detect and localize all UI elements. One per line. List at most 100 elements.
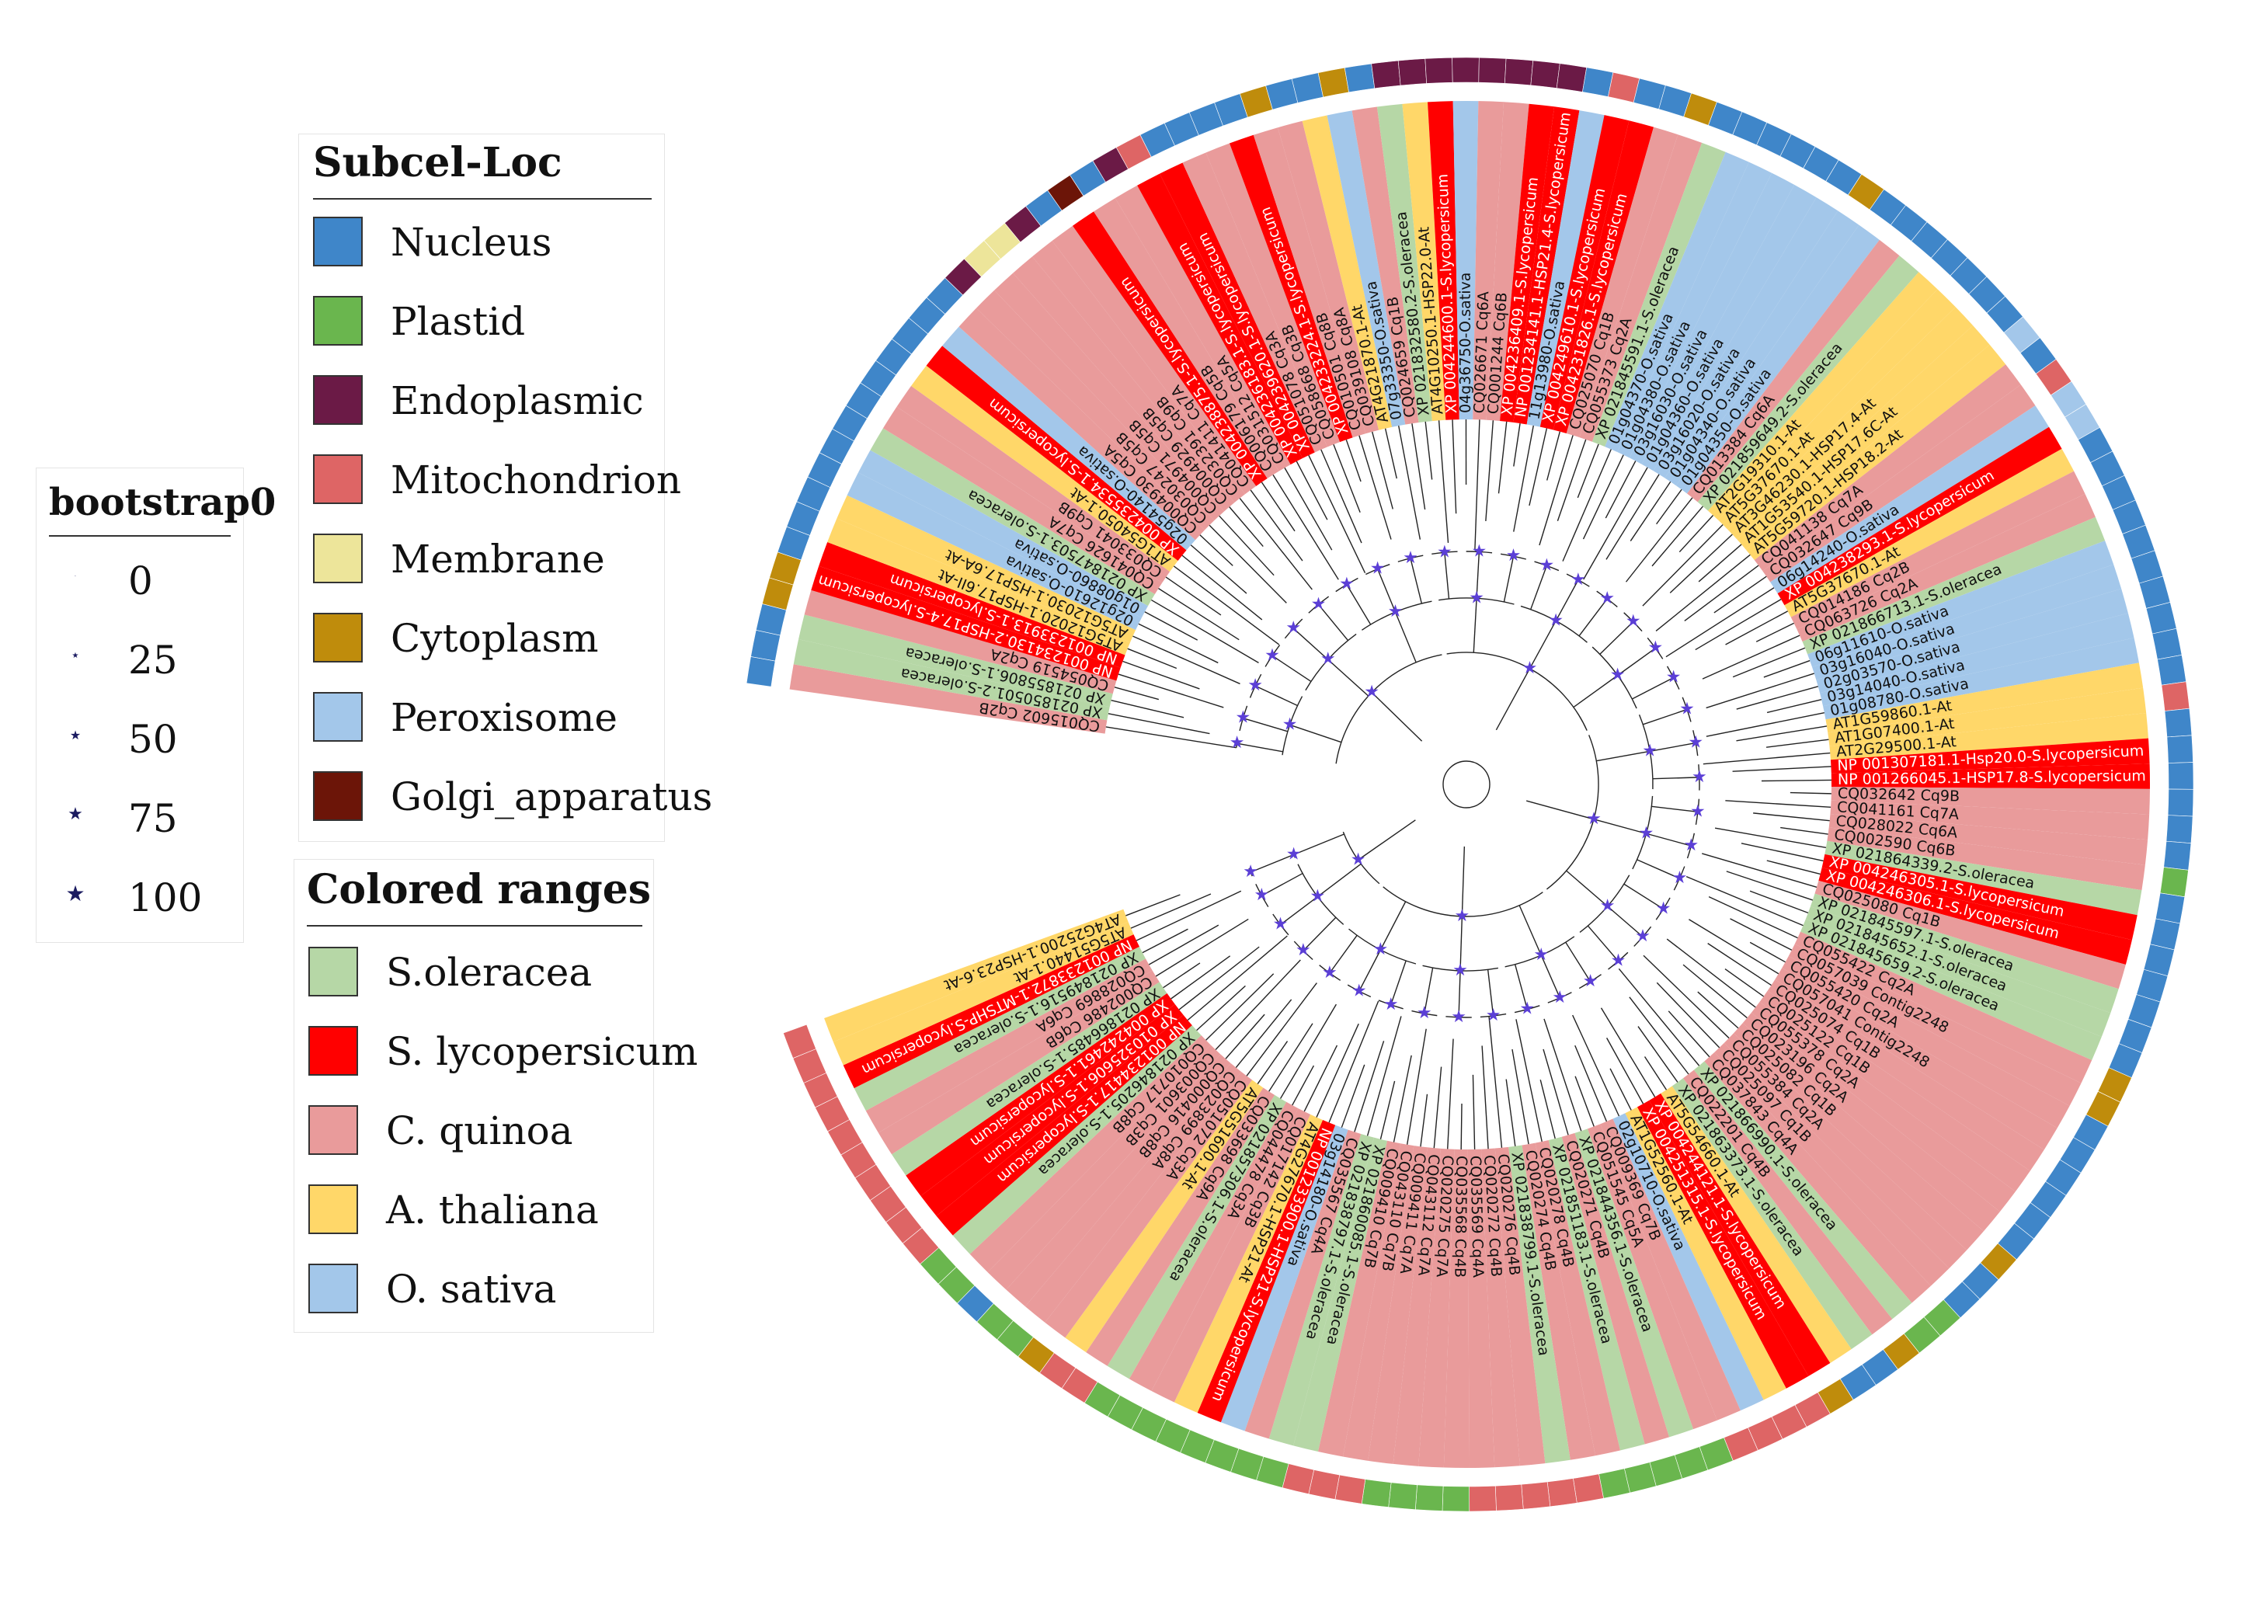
branch bbox=[1647, 637, 1664, 659]
legend-swatch bbox=[308, 1105, 358, 1155]
bootstrap-star-icon: ★ bbox=[1254, 885, 1270, 905]
bootstrap-star-icon: ★ bbox=[1320, 649, 1336, 669]
bootstrap-star-icon: ★ bbox=[1383, 995, 1399, 1014]
branch bbox=[1125, 894, 1181, 916]
species-range-segment bbox=[1821, 854, 2138, 941]
species-range-segment bbox=[1327, 110, 1406, 427]
subcel-ring-segment bbox=[1494, 1483, 1524, 1511]
bootstrap-star-icon: ★ bbox=[1339, 575, 1355, 594]
branch bbox=[1678, 515, 1714, 553]
branch bbox=[1284, 618, 1303, 639]
legend-divider bbox=[313, 198, 652, 200]
species-range-segment bbox=[1500, 103, 1555, 423]
bootstrap-star-icon: ★ bbox=[1539, 555, 1554, 575]
legend-swatch bbox=[313, 217, 363, 266]
branch bbox=[1461, 846, 1466, 916]
legend-label: Mitochondrion bbox=[391, 457, 682, 503]
branch bbox=[1289, 724, 1342, 743]
branch bbox=[1736, 725, 1828, 742]
branch bbox=[1320, 449, 1362, 544]
bootstrap-legend-title: bootstrap0 bbox=[49, 481, 277, 524]
branch bbox=[1142, 928, 1188, 954]
species-range-segment bbox=[1693, 1061, 1912, 1320]
subcel-ring-segment bbox=[1452, 57, 1480, 83]
species-range-segment bbox=[1548, 1136, 1645, 1451]
branch bbox=[1132, 635, 1240, 685]
branch bbox=[1239, 498, 1313, 590]
species-range-segment bbox=[1794, 931, 2092, 1083]
subcel-ring-segment bbox=[2155, 892, 2186, 924]
bootstrap-star-icon: ★ bbox=[1310, 887, 1326, 906]
species-range-segment bbox=[1664, 210, 1859, 486]
branch bbox=[1573, 675, 1619, 708]
species-range-segment bbox=[1107, 1094, 1287, 1379]
species-range-segment bbox=[1810, 893, 2119, 1014]
branch bbox=[1574, 1045, 1608, 1122]
branch bbox=[1697, 991, 1739, 1029]
species-range-segment bbox=[1820, 613, 2134, 707]
branch bbox=[1329, 934, 1358, 974]
branch bbox=[1713, 576, 1767, 614]
species-range-segment bbox=[1816, 588, 2128, 694]
bootstrap-star-icon: ★ bbox=[1285, 618, 1301, 638]
branch bbox=[1505, 1079, 1516, 1146]
subcel-ring-segment bbox=[1521, 1481, 1551, 1510]
branch bbox=[1466, 551, 1493, 554]
branch bbox=[1397, 555, 1424, 562]
species-range-segment bbox=[1376, 103, 1432, 423]
branch bbox=[1656, 489, 1682, 525]
subcel-ring-segment bbox=[2167, 788, 2194, 817]
branch bbox=[1411, 423, 1426, 510]
branch bbox=[1732, 766, 1831, 772]
branch bbox=[1296, 461, 1328, 520]
branch bbox=[1753, 812, 1830, 822]
branch bbox=[1543, 1048, 1569, 1135]
bootstrap-star-icon: · bbox=[75, 574, 76, 579]
branch bbox=[1424, 967, 1434, 1014]
branch bbox=[1438, 420, 1449, 543]
branch bbox=[1780, 826, 1828, 835]
branch bbox=[1280, 895, 1318, 926]
subcel-ring-segment bbox=[1388, 1482, 1418, 1511]
species-range-segment bbox=[1579, 134, 1703, 442]
branch bbox=[1459, 916, 1463, 971]
species-range-segment bbox=[942, 326, 1196, 551]
branch bbox=[1593, 819, 1647, 834]
bootstrap-star-icon: ★ bbox=[1452, 961, 1468, 980]
bootstrap-star-icon: ★ bbox=[1322, 963, 1337, 982]
branch bbox=[1582, 454, 1624, 540]
species-range-segment bbox=[1605, 151, 1749, 453]
bootstrap-star-icon: ★ bbox=[1647, 638, 1663, 658]
species-range-segment bbox=[819, 541, 1125, 668]
branch bbox=[1591, 646, 1637, 709]
branch bbox=[1472, 1074, 1476, 1149]
branch bbox=[1148, 924, 1219, 965]
species-range-segment bbox=[1351, 106, 1419, 425]
branch bbox=[1498, 421, 1508, 494]
legend-swatch bbox=[308, 1184, 358, 1234]
species-range-segment bbox=[1824, 840, 2142, 916]
branch bbox=[1637, 1026, 1678, 1083]
branch bbox=[1272, 913, 1289, 936]
branch bbox=[1686, 833, 1696, 859]
subcel-ring-segment bbox=[2166, 735, 2193, 763]
legend-divider bbox=[307, 925, 642, 927]
species-range-segment bbox=[1827, 827, 2145, 891]
branch bbox=[1763, 659, 1811, 678]
species-range-segment bbox=[1591, 142, 1726, 447]
species-range-segment bbox=[1513, 106, 1580, 425]
subcel-ring-segment bbox=[750, 629, 781, 662]
branch bbox=[1642, 524, 1724, 607]
branch bbox=[1617, 647, 1656, 676]
branch bbox=[1487, 969, 1494, 1017]
branch bbox=[1643, 955, 1730, 1039]
legend-item: S.oleracea bbox=[294, 947, 653, 1017]
species-range-segment bbox=[1065, 1080, 1264, 1353]
branch bbox=[1249, 673, 1262, 698]
branch bbox=[1122, 660, 1200, 690]
bootstrap-star-icon: ★ bbox=[1642, 741, 1658, 760]
bootstrap-star-icon: ★ bbox=[1599, 589, 1615, 608]
branch bbox=[1118, 673, 1224, 708]
species-range-segment bbox=[1612, 1113, 1764, 1411]
branch bbox=[1607, 906, 1644, 937]
